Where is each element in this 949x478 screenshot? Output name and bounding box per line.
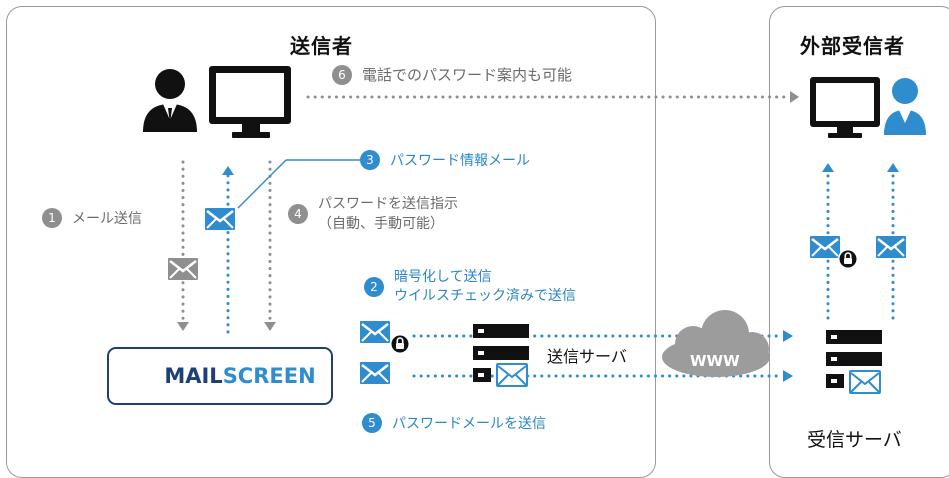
step-1-number: 1 xyxy=(42,208,62,228)
step-2-line-2: ウイルスチェック済みで送信 xyxy=(394,288,576,304)
receiver-monitor-icon xyxy=(810,77,880,138)
step-5-label: パスワードメールを送信 xyxy=(392,416,546,432)
receiver-encrypted-arrow xyxy=(822,163,834,320)
receive-server-label: 受信サーバ xyxy=(807,429,902,451)
receiver-lock-icon xyxy=(837,248,859,270)
receiver-person-icon xyxy=(884,78,926,135)
sender-title: 送信者 xyxy=(290,34,353,58)
cloud-label: WWW xyxy=(690,352,740,370)
step-4-number: 4 xyxy=(288,204,308,224)
diagram-graphics xyxy=(120,66,926,394)
step-2-lines: 暗号化して送信 ウイルスチェック済みで送信 xyxy=(394,268,576,306)
password-mail-envelope-icon xyxy=(358,360,392,386)
receiver-title: 外部受信者 xyxy=(800,34,905,58)
send-server-icon xyxy=(473,324,529,387)
step-1: 1 メール送信 xyxy=(42,208,142,228)
internet-cloud-icon xyxy=(662,310,770,377)
mail-envelope-icon xyxy=(166,256,200,282)
send-mail-arrow xyxy=(177,160,189,331)
receive-server-icon xyxy=(826,330,882,394)
step-5: 5 パスワードメールを送信 xyxy=(362,413,546,433)
lock-icon xyxy=(389,333,411,355)
step-6: 6 電話でのパスワード案内も可能 xyxy=(332,64,572,85)
step-4: 4 パスワードを送信指示 （自動、手動可能） xyxy=(288,194,458,234)
encrypted-envelope-icon xyxy=(358,319,392,345)
step-3-label: パスワード情報メール xyxy=(390,153,530,169)
step-4-lines: パスワードを送信指示 （自動、手動可能） xyxy=(318,194,458,234)
sender-person-icon xyxy=(143,69,197,132)
receiver-password-arrow xyxy=(887,163,899,320)
step-3: 3 パスワード情報メール xyxy=(360,150,530,170)
password-info-arrow xyxy=(222,166,234,334)
password-instruction-arrow xyxy=(264,160,276,331)
step-1-label: メール送信 xyxy=(72,211,142,227)
step-2-number: 2 xyxy=(364,277,384,297)
send-server-label: 送信サーバ xyxy=(547,347,627,366)
receiver-encrypted-envelope-icon xyxy=(808,234,842,260)
step-4-line-2: （自動、手動可能） xyxy=(318,216,444,232)
callout-line xyxy=(237,159,287,209)
step-3-number: 3 xyxy=(360,150,380,170)
step-2-line-1: 暗号化して送信 xyxy=(394,269,492,285)
step-2: 2 暗号化して送信 ウイルスチェック済みで送信 xyxy=(364,268,576,306)
step-6-number: 6 xyxy=(332,64,352,85)
sender-monitor-icon xyxy=(209,66,291,138)
logo-text-screen: SCREEN xyxy=(222,364,316,388)
step-4-line-1: パスワードを送信指示 xyxy=(318,196,458,212)
step-6-label: 電話でのパスワード案内も可能 xyxy=(362,66,573,84)
receiver-password-envelope-icon xyxy=(874,234,908,260)
diagram-canvas: 送信者 外部受信者 xyxy=(6,6,949,478)
step-5-number: 5 xyxy=(362,413,382,433)
logo-text-mail: MAIL xyxy=(164,364,223,388)
phone-arrow xyxy=(306,91,799,103)
password-envelope-icon xyxy=(203,206,237,232)
